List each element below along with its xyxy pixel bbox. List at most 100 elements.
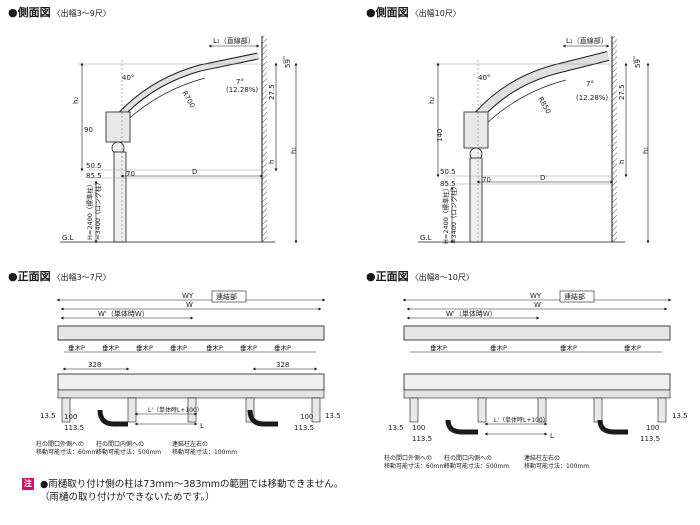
front-view-a: WY W W'（単体時W） 連結部 垂木P 垂木P 垂木P 垂木P 垂木P 垂木… — [36, 290, 341, 456]
radius-label: R700 — [180, 90, 196, 110]
dim-13-5-right: 13.5 — [672, 412, 688, 420]
svg-text:垂木P: 垂木P — [170, 343, 187, 352]
dim-113-5-left: 113.5 — [412, 435, 432, 443]
dim-D: D — [192, 168, 197, 176]
gutter — [463, 111, 489, 149]
dim-L: L — [550, 432, 554, 440]
radius-label: R850 — [536, 96, 552, 116]
dim-100-left: 100 — [412, 424, 425, 432]
movement-captions: 柱の間口外側への 移動可能寸法：60mm 柱の間口内側への 移動可能寸法：500… — [36, 440, 237, 456]
dim-W: W — [186, 301, 193, 309]
dim-L1: L₁（直線部） — [213, 36, 255, 45]
svg-text:垂木P: 垂木P — [68, 343, 85, 352]
dim-13-5-left: 13.5 — [388, 424, 404, 432]
heading-front-view-b: ●正面図〈出幅8～10尺〉 — [366, 270, 474, 283]
dim-W-prime: W'（単体時W） — [446, 309, 497, 318]
dim-140: 140 — [436, 129, 444, 142]
svg-text:柱の間口外側への: 柱の間口外側への — [384, 454, 432, 462]
note-line-1: ●雨樋取り付け側の柱は73mm～383mmの範囲では移動できません。 — [40, 479, 344, 490]
svg-text:連結柱左右の: 連結柱左右の — [172, 440, 208, 448]
svg-text:垂木P: 垂木P — [274, 343, 291, 352]
dim-328-right: 328 — [276, 361, 289, 369]
roof-front-band — [57, 325, 325, 341]
angle-40: 40° — [478, 74, 490, 82]
dim-113-5-right: 113.5 — [294, 424, 314, 432]
svg-text:垂木P: 垂木P — [102, 343, 119, 352]
svg-text:垂木P: 垂木P — [624, 343, 641, 352]
post — [113, 151, 127, 243]
post — [469, 157, 483, 243]
heading-side-view-a: ●側面図〈出幅3～9尺〉 — [8, 6, 111, 19]
dim-113-5-left: 113.5 — [64, 424, 84, 432]
dim-90: 90 — [84, 126, 93, 134]
svg-text:移動可能寸法：100mm: 移動可能寸法：100mm — [172, 448, 237, 456]
rafter-labels: 垂木P 垂木P 垂木P 垂木P 垂木P 垂木P 垂木P — [64, 343, 316, 353]
dim-70: 70 — [482, 176, 491, 184]
svg-text:移動可能寸法：500mm: 移動可能寸法：500mm — [444, 462, 509, 470]
dim-13-5-right: 13.5 — [325, 412, 341, 420]
wall-hatch — [262, 36, 267, 242]
dim-59: 59 — [284, 59, 292, 68]
svg-text:柱の間口内側への: 柱の間口内側への — [96, 440, 144, 448]
angle-7: 7° — [236, 78, 244, 86]
svg-text:柱の間口外側への: 柱の間口外側への — [36, 440, 84, 448]
dim-H-standard: H=2400（標準柱） — [85, 181, 94, 240]
dim-h: h — [618, 160, 626, 164]
angle-40: 40° — [122, 74, 134, 82]
dim-L-prime: L'（単体時L+100） — [494, 416, 549, 424]
side-view-a: G.L D L₁（直線部） 40° 7° (12.28%) R700 h₂ 90… — [60, 36, 298, 244]
svg-text:垂木P: 垂木P — [206, 343, 223, 352]
heading-side-view-b: ●側面図〈出幅10尺〉 — [366, 6, 461, 19]
svg-text:垂木P: 垂木P — [560, 343, 577, 352]
dim-113-5-right: 113.5 — [640, 435, 660, 443]
svg-text:移動可能寸法：500mm: 移動可能寸法：500mm — [96, 448, 161, 456]
angle-7: 7° — [586, 80, 594, 88]
joint-label: 連結部 — [564, 292, 585, 301]
dim-50-5: 50.5 — [86, 162, 102, 170]
svg-text:垂木P: 垂木P — [490, 343, 507, 352]
dim-WY: WY — [182, 292, 194, 300]
dim-100-right: 100 — [646, 424, 659, 432]
svg-text:連結柱左右の: 連結柱左右の — [524, 454, 560, 462]
dim-L: L — [200, 422, 204, 430]
dim-W: W — [534, 301, 541, 309]
front-beam — [403, 373, 671, 391]
movement-captions: 柱の間口外側への 移動可能寸法：60mm 柱の間口内側への 移動可能寸法：500… — [384, 454, 589, 470]
svg-text:柱の間口内側への: 柱の間口内側への — [444, 454, 492, 462]
dim-h: h — [268, 160, 276, 164]
slope-percent: (12.28%) — [226, 86, 258, 94]
dim-H-standard: H=2400（標準柱） — [441, 185, 450, 244]
dim-W-prime: W'（単体時W） — [98, 309, 149, 318]
svg-text:垂木P: 垂木P — [430, 343, 447, 352]
svg-text:垂木P: 垂木P — [136, 343, 153, 352]
dim-H-long: =3400（ロング柱） — [449, 183, 458, 244]
heading-front-view-a: ●正面図〈出幅3～7尺〉 — [8, 270, 111, 283]
svg-text:移動可能寸法：100mm: 移動可能寸法：100mm — [524, 462, 589, 470]
gl-label: G.L — [420, 234, 432, 242]
dim-27-5: 27.5 — [268, 84, 276, 100]
dim-D: D — [540, 174, 545, 182]
rafter-labels: 垂木P 垂木P 垂木P 垂木P — [410, 343, 662, 353]
note-text: ●雨樋取り付け側の柱は73mm～383mmの範囲では移動できません。 （雨樋の取… — [40, 478, 343, 504]
note-line-2: （雨樋の取り付けができないためです。） — [40, 492, 215, 503]
dim-WY: WY — [530, 292, 542, 300]
note-badge: 注 — [22, 478, 34, 490]
front-view-b: WY W W'（単体時W） 連結部 垂木P 垂木P 垂木P 垂木P 13.5 1… — [384, 290, 688, 470]
dim-H-long: =3400（ロング柱） — [93, 179, 102, 240]
front-beam — [57, 373, 325, 391]
dim-h2: h₂ — [72, 97, 80, 104]
dim-27-5: 27.5 — [618, 84, 626, 100]
svg-text:移動可能寸法：60mm: 移動可能寸法：60mm — [36, 448, 97, 456]
svg-text:移動可能寸法：60mm: 移動可能寸法：60mm — [384, 462, 445, 470]
roof-front-band — [403, 325, 671, 341]
dim-13-5-left: 13.5 — [40, 412, 56, 420]
dim-85-5: 85.5 — [86, 172, 102, 180]
dim-L-prime: L'（単体時L+100） — [148, 406, 203, 414]
dim-59: 59 — [634, 59, 642, 68]
slope-percent: (12.28%) — [576, 94, 608, 102]
dim-85-5: 85.5 — [440, 180, 456, 188]
dim-50-5: 50.5 — [440, 168, 456, 176]
joint-label: 連結部 — [216, 292, 237, 301]
dim-70: 70 — [126, 170, 135, 178]
dim-328-left: 328 — [88, 361, 101, 369]
